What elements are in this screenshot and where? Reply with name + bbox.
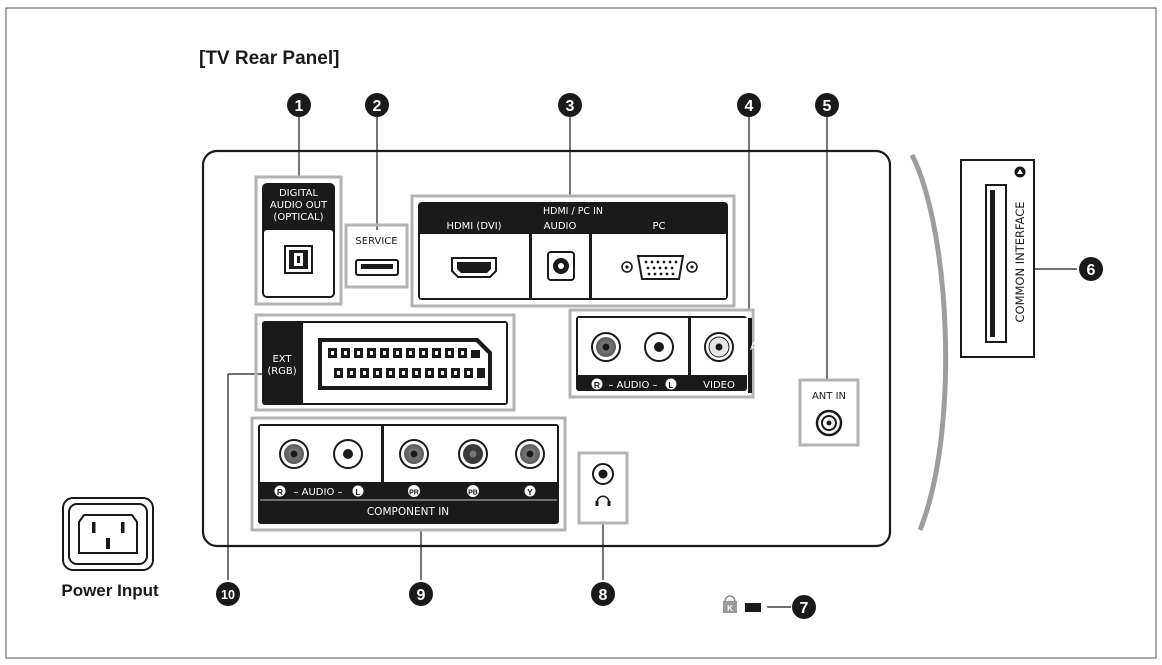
comp-pb-label: PB	[468, 490, 478, 497]
svg-text:8: 8	[599, 587, 608, 604]
rca-jack-icon[interactable]	[399, 439, 429, 469]
comp-pr-label: PR	[409, 490, 419, 497]
power-input-label: Power Input	[61, 581, 159, 600]
eject-arrow-icon	[1014, 166, 1026, 178]
rca-jack-icon[interactable]	[704, 332, 734, 362]
ant-in-group: ANT IN	[798, 378, 860, 447]
service-port-group: SERVICE	[344, 223, 409, 289]
service-label: SERVICE	[355, 236, 397, 247]
optical-port-group: DIGITAL AUDIO OUT (OPTICAL)	[254, 175, 343, 306]
rca-jack-icon[interactable]	[333, 439, 363, 469]
callout-2: 2	[365, 93, 389, 117]
common-interface-label: COMMON INTERFACE	[1013, 201, 1027, 322]
ci-slot-icon[interactable]	[985, 184, 1007, 343]
component-in-label: COMPONENT IN	[367, 506, 449, 518]
page-title: [TV Rear Panel]	[199, 48, 339, 69]
callout-9: 9	[409, 582, 433, 606]
hdmi-port-icon[interactable]	[451, 257, 497, 278]
ext-label-line2: (RGB)	[267, 366, 296, 377]
headphone-jack-icon[interactable]	[592, 463, 614, 485]
svg-text:10: 10	[221, 588, 235, 602]
rca-jack-icon[interactable]	[458, 439, 488, 469]
coax-port-icon[interactable]	[815, 409, 843, 437]
audio-label: AUDIO	[544, 221, 577, 232]
svg-text:5: 5	[823, 98, 832, 115]
svg-text:9: 9	[417, 587, 426, 604]
page-frame	[5, 7, 1157, 659]
ext-rgb-group: EXT (RGB)	[254, 313, 516, 412]
hdmi-pc-group: HDMI / PC IN HDMI (DVI) AUDIO PC	[410, 194, 736, 308]
callout-5: 5	[815, 93, 839, 117]
callout-8: 8	[591, 582, 615, 606]
comp-audio-r: R	[277, 487, 283, 497]
svg-text:3: 3	[566, 98, 575, 115]
power-input-group: Power Input	[61, 497, 159, 600]
scart-port-icon[interactable]	[318, 338, 492, 390]
callout-10: 10	[216, 582, 240, 606]
hdmi-pc-header: HDMI / PC IN	[543, 206, 603, 217]
optical-label-line3: (OPTICAL)	[273, 212, 323, 223]
component-in-group: R – AUDIO – L PR PB Y COMPONENT IN	[250, 416, 567, 532]
rca-jack-icon[interactable]	[515, 439, 545, 469]
svg-text:2: 2	[373, 98, 382, 115]
comp-audio-l: L	[355, 487, 360, 497]
side-curve	[909, 153, 949, 531]
ant-in-label: ANT IN	[812, 391, 846, 402]
comp-y-label: Y	[527, 487, 533, 497]
pc-label: PC	[652, 221, 665, 232]
optical-label-line1: DIGITAL	[279, 188, 319, 199]
kensington-lock-icon: K	[723, 595, 761, 613]
av-in-group: AV IN R – AUDIO – L VIDEO	[568, 308, 778, 399]
power-socket-icon[interactable]	[62, 497, 154, 571]
svg-text:7: 7	[800, 600, 809, 617]
av-audio-label: – AUDIO –	[608, 380, 657, 391]
callout-7: 7	[792, 595, 816, 619]
common-interface-group: COMMON INTERFACE	[960, 159, 1035, 358]
svg-text:4: 4	[745, 98, 754, 115]
audio-jack-icon[interactable]	[547, 251, 575, 281]
svg-text:1: 1	[295, 98, 304, 115]
leader-lines	[227, 117, 1077, 608]
vga-port-icon[interactable]	[621, 255, 698, 280]
rca-jack-icon[interactable]	[279, 439, 309, 469]
usb-port-icon[interactable]	[355, 259, 399, 276]
callout-1: 1	[287, 93, 311, 117]
av-video-label: VIDEO	[703, 380, 735, 391]
rca-jack-icon[interactable]	[644, 332, 674, 362]
optical-label-line2: AUDIO OUT	[270, 200, 328, 211]
lock-glyph: K	[727, 604, 733, 613]
ext-label-line1: EXT	[272, 354, 292, 365]
comp-audio-label: – AUDIO –	[293, 487, 342, 498]
callout-3: 3	[558, 93, 582, 117]
headphone-group	[577, 451, 629, 525]
hdmi-label: HDMI (DVI)	[446, 221, 501, 232]
av-audio-r: R	[594, 380, 600, 390]
callout-6: 6	[1079, 257, 1103, 281]
optical-port-icon[interactable]	[284, 245, 313, 274]
av-in-label: AV IN	[750, 341, 778, 353]
rca-jack-icon[interactable]	[591, 332, 621, 362]
svg-text:6: 6	[1087, 262, 1096, 279]
av-audio-l: L	[668, 380, 673, 390]
callout-4: 4	[737, 93, 761, 117]
headphone-icon	[595, 495, 611, 506]
